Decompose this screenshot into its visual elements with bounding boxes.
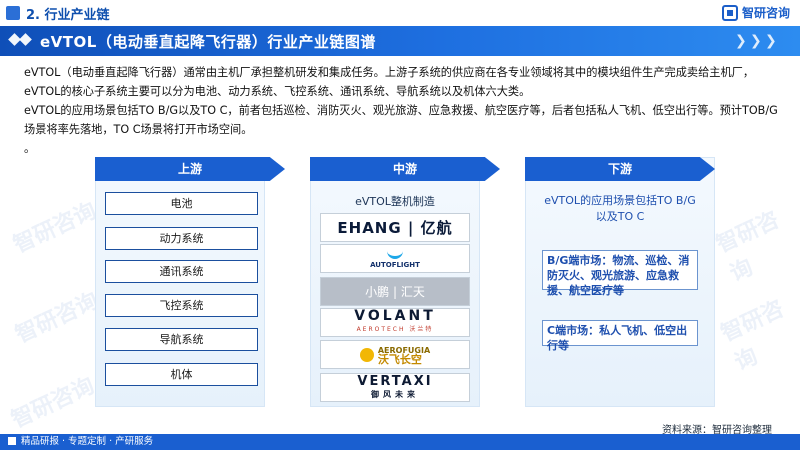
vertaxi-logo-subtext: 御风未来 xyxy=(371,389,419,399)
c-market-box: C端市场：私人飞机、低空出行等 xyxy=(542,320,698,352)
chevron-right-icon: ❯ xyxy=(750,33,762,49)
aerofugia-logo-subtext: 沃飞长空 xyxy=(377,352,422,366)
watermark: 智研咨询 xyxy=(11,288,103,349)
downstream-header: 下游 xyxy=(525,157,715,181)
brand-name: 智研咨询 xyxy=(741,6,790,20)
autoflight-mark-icon xyxy=(387,249,403,259)
title-banner: eVTOL（电动垂直起降飞行器）行业产业链图谱 ❯ ❯ ❯ xyxy=(0,26,800,56)
xpeng-logo-text: 小鹏 | 汇天 xyxy=(365,285,425,299)
upstream-item-flight-control: 飞控系统 xyxy=(105,294,258,317)
watermark: 智研咨询 xyxy=(712,207,784,288)
intro-paragraph: 。 xyxy=(24,142,36,155)
chevron-right-icon: ❯ xyxy=(765,33,777,49)
top-bar: 2. 行业产业链 智研咨询 xyxy=(0,0,800,26)
midstream-label: eVTOL整机制造 xyxy=(355,195,435,208)
autoflight-logo: AUTOFLIGHT xyxy=(320,244,470,273)
volant-logo: VOLANT AEROTECH 沃兰特 xyxy=(320,308,470,337)
ehang-logo-text: EHANG | 亿航 xyxy=(337,219,453,237)
intro-paragraph: eVTOL的应用场景包括TO B/G以及TO C，前者包括巡检、消防灭火、观光旅… xyxy=(24,104,778,136)
footer-square-icon xyxy=(8,437,16,445)
volant-logo-text: VOLANT xyxy=(354,307,436,324)
vertaxi-logo-text: VERTAXI xyxy=(357,373,433,389)
upstream-item-power: 动力系统 xyxy=(105,227,258,250)
upstream-item-battery: 电池 xyxy=(105,192,258,215)
upstream-item-navigation: 导航系统 xyxy=(105,328,258,351)
watermark: 智研咨询 xyxy=(9,198,101,259)
vertaxi-logo: VERTAXI 御风未来 xyxy=(320,373,470,402)
volant-logo-subtext: AEROTECH 沃兰特 xyxy=(356,325,434,333)
midstream-header: 中游 xyxy=(310,157,500,181)
page-title: eVTOL（电动垂直起降飞行器）行业产业链图谱 xyxy=(40,33,376,51)
brand-logo-icon xyxy=(721,4,738,21)
footer-bar xyxy=(0,434,800,450)
watermark: 智研咨询 xyxy=(717,296,788,376)
diamond-icon xyxy=(19,33,32,46)
upstream-item-communication: 通讯系统 xyxy=(105,260,258,283)
section-title: 2. 行业产业链 xyxy=(26,8,110,23)
upstream-item-airframe: 机体 xyxy=(105,363,258,386)
xpeng-logo: 小鹏 | 汇天 xyxy=(320,277,470,306)
source-note: 资料来源：智研咨询整理 xyxy=(662,425,772,436)
footer-tagline: 精品研报 · 专题定制 · 产研服务 xyxy=(0,434,200,450)
watermark: 智研咨询 xyxy=(7,373,99,434)
ehang-logo: EHANG | 亿航 xyxy=(320,213,470,242)
aerofugia-mark-icon xyxy=(359,347,374,362)
aerofugia-logo: AEROFUGIA 沃飞长空 xyxy=(320,340,470,369)
aerofugia-logo-text: AEROFUGIA xyxy=(377,345,431,355)
downstream-description: eVTOL的应用场景包括TO B/G以及TO C xyxy=(544,194,696,223)
footer-tagline-text: 精品研报 · 专题定制 · 产研服务 xyxy=(21,436,154,447)
diamond-icons xyxy=(8,33,32,46)
brand-logo: 智研咨询 xyxy=(721,4,790,21)
section-marker-icon xyxy=(6,6,20,20)
autoflight-logo-text: AUTOFLIGHT xyxy=(370,260,420,269)
intro-text: eVTOL（电动垂直起降飞行器）通常由主机厂承担整机研发和集成任务。上游子系统的… xyxy=(24,63,784,158)
intro-paragraph: eVTOL（电动垂直起降飞行器）通常由主机厂承担整机研发和集成任务。上游子系统的… xyxy=(24,66,755,98)
bg-market-box: B/G端市场：物流、巡检、消防灭火、观光旅游、应急救援、航空医疗等 xyxy=(542,250,698,297)
upstream-header: 上游 xyxy=(95,157,285,181)
chevron-right-icon: ❯ xyxy=(735,33,747,49)
